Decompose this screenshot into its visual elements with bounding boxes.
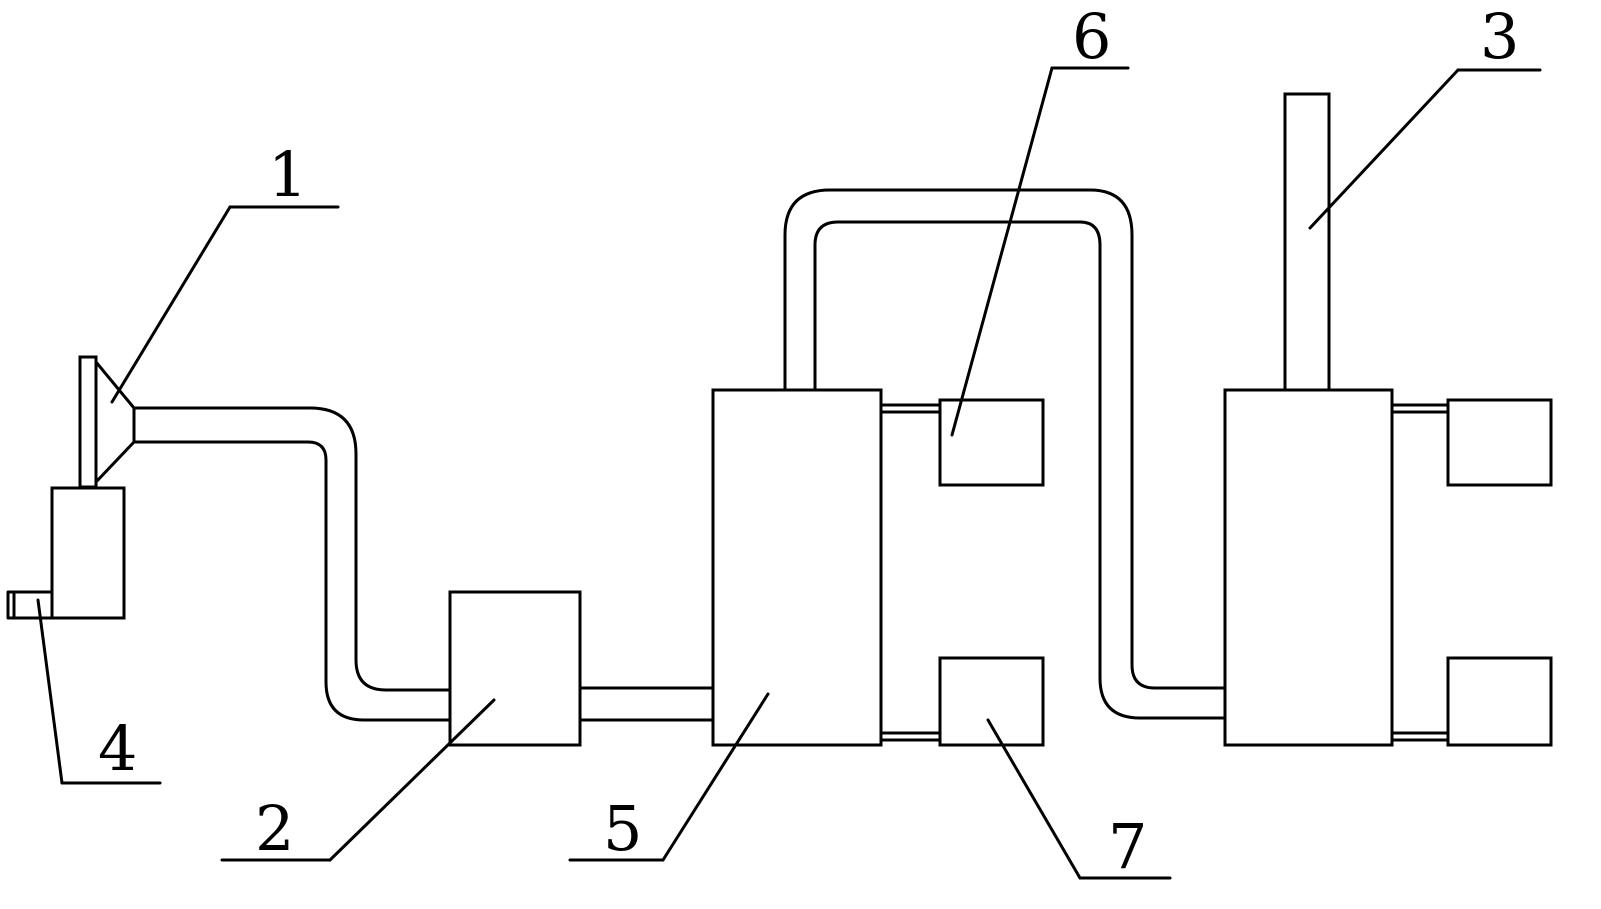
stack [1283, 92, 1331, 392]
filter-box [448, 590, 582, 747]
leader-4 [36, 598, 162, 785]
leader-7 [986, 718, 1172, 880]
upper-module-right [1446, 398, 1553, 487]
lower-module-left [938, 656, 1045, 747]
label-7: 7 [1108, 810, 1147, 883]
connectors-left-unit [879, 403, 942, 742]
leader-6 [950, 66, 1130, 437]
duct-hood-to-filter [132, 406, 452, 722]
label-3: 3 [1480, 0, 1519, 73]
leader-2 [220, 698, 496, 862]
secondary-unit [1223, 388, 1394, 747]
label-5: 5 [603, 792, 642, 865]
duct-filter-to-unit [578, 686, 715, 722]
source-unit [6, 486, 126, 620]
duct-loop [783, 188, 1227, 720]
connectors-right-unit [1390, 403, 1450, 742]
lower-module-right [1446, 656, 1553, 747]
leader-5 [568, 692, 770, 862]
upper-module-left [938, 398, 1045, 487]
label-2: 2 [255, 792, 294, 865]
leader-3 [1308, 68, 1542, 230]
label-6: 6 [1072, 0, 1111, 73]
main-unit [711, 388, 883, 747]
leader-1 [110, 205, 340, 404]
label-4: 4 [98, 712, 137, 785]
label-1: 1 [268, 138, 307, 211]
